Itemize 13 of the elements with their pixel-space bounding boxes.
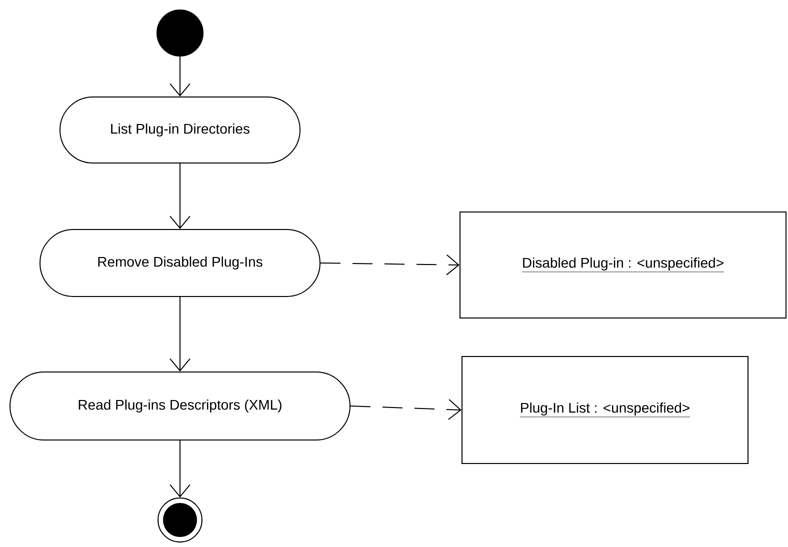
end-node (158, 498, 202, 542)
activity-box: Remove Disabled Plug-Ins (40, 229, 320, 297)
start-node (156, 10, 204, 56)
arrow (170, 163, 190, 229)
activity-box: List Plug-in Directories (60, 96, 300, 164)
activity-box: Read Plug-ins Descriptors (XML) (10, 372, 350, 440)
dashed-arrow (350, 399, 462, 420)
object-box: Disabled Plug-in : <unspecified> (460, 212, 786, 318)
arrow (170, 56, 190, 96)
object-box: Plug-In List : <unspecified> (462, 356, 748, 464)
arrow (170, 440, 190, 498)
arrow (170, 296, 190, 372)
dashed-arrow (320, 254, 460, 276)
